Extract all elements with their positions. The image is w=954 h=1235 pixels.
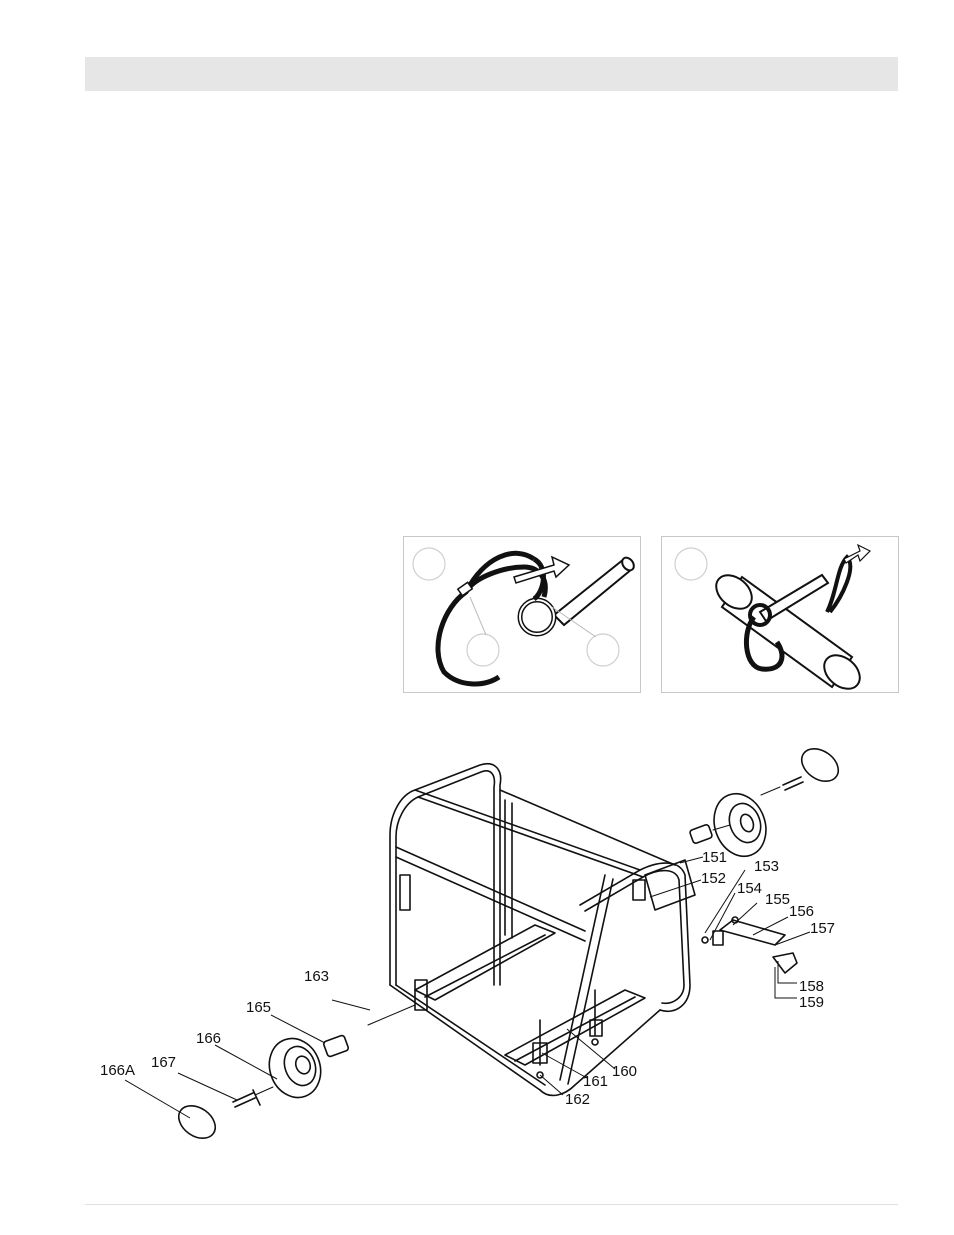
exploded-parts-diagram: 151 152 153 154 155 156 157 158 159 160 … (100, 747, 840, 1140)
callout-163: 163 (304, 968, 329, 985)
callout-166: 166 (196, 1030, 221, 1047)
callout-154: 154 (737, 880, 762, 897)
callout-159: 159 (799, 994, 824, 1011)
lanyard-step-1-illustration (403, 536, 641, 693)
callout-151: 151 (702, 849, 727, 866)
callout-167: 167 (151, 1054, 176, 1071)
lanyard-step-2-illustration (661, 536, 899, 693)
callout-161: 161 (583, 1073, 608, 1090)
callout-158: 158 (799, 978, 824, 995)
section-header-bar (85, 57, 898, 91)
callout-160: 160 (612, 1063, 637, 1080)
callout-162: 162 (565, 1091, 590, 1108)
callout-156: 156 (789, 903, 814, 920)
callout-153: 153 (754, 858, 779, 875)
callout-152: 152 (701, 870, 726, 887)
callout-157: 157 (810, 920, 835, 937)
callout-155: 155 (765, 891, 790, 908)
footer-rule (85, 1204, 898, 1205)
callout-166a: 166A (100, 1062, 135, 1079)
callout-165: 165 (246, 999, 271, 1016)
